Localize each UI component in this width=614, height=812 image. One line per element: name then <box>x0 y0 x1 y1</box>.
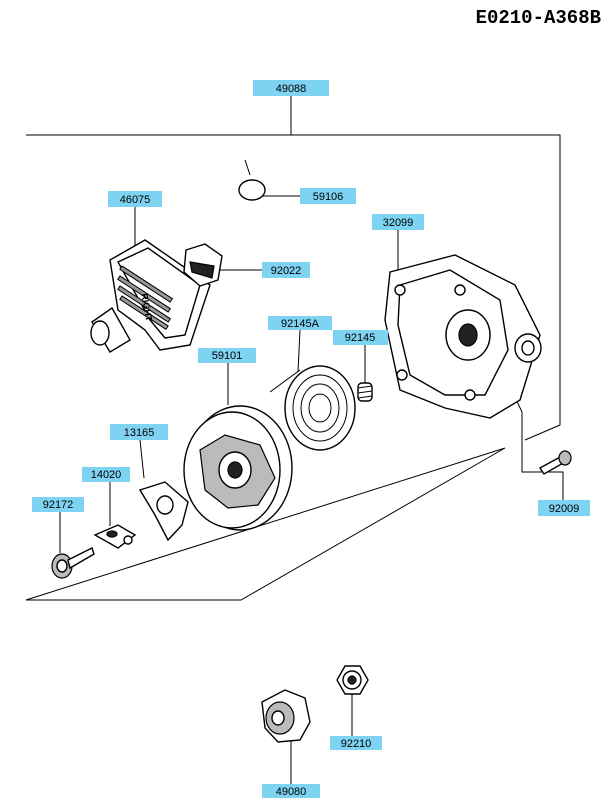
rod-hook-icon <box>237 159 266 241</box>
svg-text:92009: 92009 <box>549 503 580 515</box>
svg-text:13165: 13165 <box>124 427 155 439</box>
bolt-icon <box>51 547 95 579</box>
screw-icon <box>538 450 572 475</box>
svg-text:92022: 92022 <box>271 265 302 277</box>
svg-text:92145: 92145 <box>345 332 376 344</box>
starter-handle-icon: RIGHT <box>46 239 211 421</box>
ratchet-pawl-icon <box>138 481 189 542</box>
part-label-49080[interactable]: 49080 <box>262 784 320 798</box>
part-label-49088[interactable]: 49088 <box>253 80 329 96</box>
svg-text:59106: 59106 <box>313 191 344 203</box>
svg-text:46075: 46075 <box>120 194 151 206</box>
svg-text:92172: 92172 <box>43 499 74 511</box>
washer-plate-icon <box>93 524 137 549</box>
part-label-32099[interactable]: 32099 <box>372 214 424 230</box>
part-label-92145[interactable]: 92145 <box>333 330 388 345</box>
part-label-59106[interactable]: 59106 <box>300 188 356 204</box>
svg-text:14020: 14020 <box>91 469 122 481</box>
svg-text:49088: 49088 <box>276 83 307 95</box>
flange-nut-icon <box>336 665 369 695</box>
leader-lines <box>59 96 564 784</box>
diagram-code: E0210-A368B <box>476 7 601 29</box>
block-icon <box>183 243 223 287</box>
housing-icon <box>384 254 542 419</box>
pulley-icon <box>183 405 293 531</box>
part-label-59101[interactable]: 59101 <box>198 348 256 363</box>
svg-text:92210: 92210 <box>341 738 372 750</box>
svg-text:32099: 32099 <box>383 217 414 229</box>
part-label-92210[interactable]: 92210 <box>330 736 382 750</box>
svg-text:59101: 59101 <box>212 350 243 362</box>
part-label-46075[interactable]: 46075 <box>108 191 162 207</box>
part-label-14020[interactable]: 14020 <box>82 467 130 482</box>
assembly-outline <box>25 134 561 601</box>
clutch-shoe-icon <box>261 689 311 743</box>
part-label-92172[interactable]: 92172 <box>32 497 84 512</box>
svg-text:49080: 49080 <box>276 786 307 798</box>
handle-marking: RIGHT <box>139 293 154 323</box>
part-label-92009[interactable]: 92009 <box>538 500 590 516</box>
part-label-92022[interactable]: 92022 <box>262 262 310 278</box>
small-spring-icon <box>357 382 373 402</box>
part-label-13165[interactable]: 13165 <box>110 424 168 440</box>
recoil-spring-icon <box>269 365 356 451</box>
svg-text:92145A: 92145A <box>281 318 320 330</box>
part-label-92145A[interactable]: 92145A <box>268 316 332 330</box>
